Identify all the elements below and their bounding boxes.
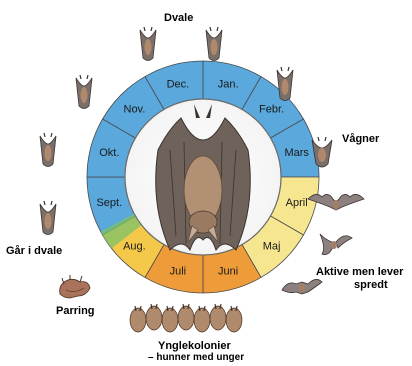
hanging-bat-icon <box>76 75 92 109</box>
hanging-bat-icon <box>140 27 156 61</box>
hanging-bat-icon <box>40 201 56 235</box>
month-label: Dec. <box>167 78 190 90</box>
label-parring: Parring <box>56 305 95 317</box>
flying-bat-icon <box>320 234 352 255</box>
flying-bat-icon <box>308 194 364 210</box>
label-ynglekolonier: Ynglekolonier <box>158 340 231 352</box>
label-gar-i-dvale: Går i dvale <box>6 245 62 257</box>
month-label: Febr. <box>259 103 284 115</box>
label-aktive-line1: Aktive men lever <box>316 266 403 278</box>
month-label: Nov. <box>124 103 146 115</box>
mating-bats-icon <box>60 275 90 298</box>
month-label: Juli <box>170 266 187 278</box>
month-label: Sept. <box>96 197 122 209</box>
flying-bat-icon <box>282 279 322 294</box>
month-label: Mars <box>284 147 309 159</box>
month-label: Jan. <box>218 78 239 90</box>
month-label: Okt. <box>99 147 119 159</box>
label-aktive-line2: spredt <box>354 279 388 291</box>
hanging-bat-icon <box>206 27 222 61</box>
month-label: Maj <box>263 241 281 253</box>
label-vagner: Vågner <box>342 133 379 145</box>
hanging-bat-icon <box>40 133 56 167</box>
label-dvale: Dvale <box>164 12 193 24</box>
bat-cluster-icon <box>130 304 242 332</box>
center-area <box>125 99 281 255</box>
label-hunner-med-unger: – hunner med unger <box>148 352 244 363</box>
hanging-bat-icon <box>277 67 293 101</box>
month-label: Aug. <box>123 241 146 253</box>
month-label: Juni <box>218 266 238 278</box>
month-label: April <box>286 197 308 209</box>
